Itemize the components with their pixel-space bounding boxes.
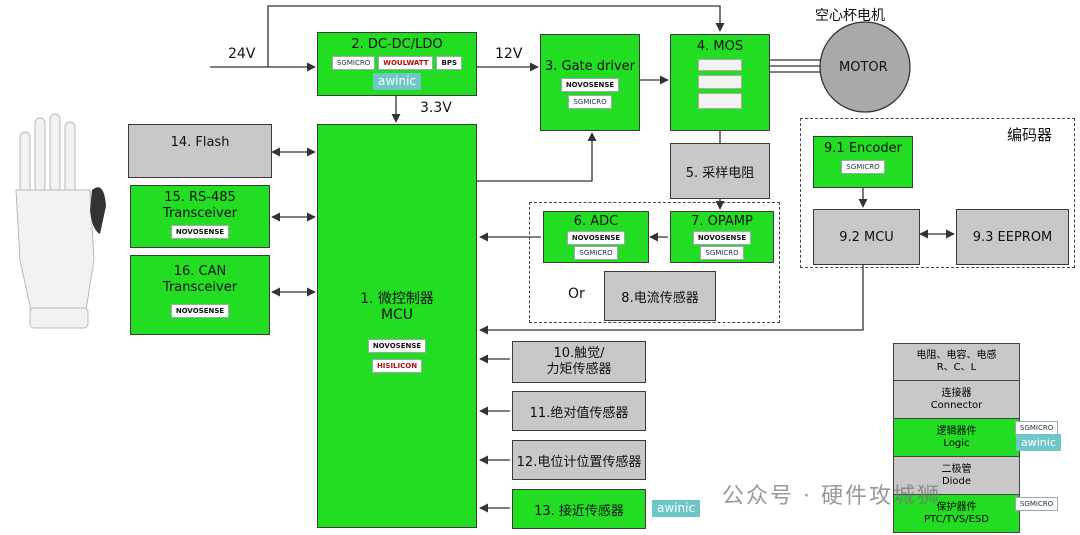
flash-block: 14. Flash — [128, 124, 272, 178]
mos-title: 4. MOS — [696, 39, 744, 54]
legend-diode-en: Diode — [941, 475, 972, 487]
or-label: Or — [568, 286, 585, 302]
current-sensor-block: 8.电流传感器 — [604, 271, 716, 321]
encoder-block: 9.1 Encoder SGMICRO — [813, 136, 913, 188]
sgmicro-logo: SGMICRO — [568, 95, 612, 109]
can-block: 16. CAN Transceiver NOVOSENSE — [130, 255, 270, 335]
legend-logic-cn: 逻辑器件 — [936, 425, 977, 437]
encoder-group-label: 编码器 — [1007, 126, 1053, 144]
gate-title: 3. Gate driver — [544, 59, 636, 74]
prox-title: 13. 接近传感器 — [534, 503, 624, 519]
abs-title: 11.绝对值传感器 — [529, 405, 629, 421]
sgmicro-logo: SGMICRO — [1015, 497, 1059, 511]
label-24v: 24V — [228, 46, 256, 62]
woulwatt-logo: WOULWATT — [378, 56, 434, 70]
motor-title: 空心杯电机 — [815, 8, 885, 24]
legend-rcl-cn: 电阻、电容、电感 — [916, 350, 997, 361]
eeprom-block: 9.3 EEPROM — [956, 209, 1069, 265]
current-sensor-title: 8.电流传感器 — [621, 290, 699, 306]
touch-title: 10.触觉/ — [553, 346, 605, 361]
opamp-title: 7. OPAMP — [691, 214, 753, 229]
adc-title: 6. ADC — [573, 214, 619, 229]
encoder-mcu-title: 9.2 MCU — [839, 229, 894, 245]
legend-logic-en: Logic — [943, 437, 970, 449]
can-subtitle: Transceiver — [162, 280, 238, 295]
legend-connector: 连接器 Connector — [893, 381, 1020, 419]
adc-block: 6. ADC NOVOSENSE SGMICRO — [543, 211, 649, 263]
awinic-logo: awinic — [1016, 434, 1061, 451]
novosense-logo: NOVOSENSE — [367, 339, 427, 353]
opamp-block: 7. OPAMP NOVOSENSE SGMICRO — [670, 211, 774, 263]
hisilicon-logo: HISILICON — [371, 359, 423, 373]
mos-logo-1 — [698, 59, 742, 71]
encoder-mcu-block: 9.2 MCU — [813, 209, 920, 265]
awinic-logo: awinic — [652, 500, 701, 517]
legend-diode-cn: 二极管 — [941, 463, 972, 475]
sgmicro-logo: SGMICRO — [331, 56, 376, 70]
robot-hand-image — [15, 113, 106, 329]
legend-diode: 二极管 Diode — [893, 457, 1020, 495]
encoder-title: 9.1 Encoder — [824, 141, 902, 156]
proximity-sensor-block: 13. 接近传感器 — [512, 489, 646, 529]
sgmicro-logo: SGMICRO — [574, 246, 618, 260]
sgmicro-logo: SGMICRO — [1015, 421, 1059, 435]
mos-block: 4. MOS — [670, 34, 770, 131]
shunt-resistor-block: 5. 采样电阻 — [670, 143, 770, 199]
sgmicro-logo: SGMICRO — [841, 160, 885, 174]
dcdc-ldo-block: 2. DC-DC/LDO SGMICRO WOULWATT BPS awinic — [317, 32, 477, 96]
pot-title: 12.电位计位置传感器 — [516, 454, 642, 470]
sgmicro-logo: SGMICRO — [700, 246, 744, 260]
watermark-text: 公众号 · 硬件攻城狮 — [722, 484, 941, 509]
bps-logo: BPS — [436, 56, 462, 70]
flash-title: 14. Flash — [170, 135, 230, 150]
legend-connector-en: Connector — [930, 399, 983, 411]
legend-protection-cn: 保护器件 — [936, 501, 977, 513]
legend-rcl: 电阻、电容、电感 R、C、L — [893, 343, 1020, 381]
legend-rcl-en: R、C、L — [936, 362, 977, 373]
label-3v3: 3.3V — [420, 100, 452, 116]
novosense-logo: NOVOSENSE — [692, 231, 752, 245]
motor-circle — [819, 21, 911, 113]
mos-logo-3 — [698, 93, 742, 109]
awinic-logo: awinic — [372, 73, 422, 90]
touch-subtitle: 力矩传感器 — [546, 362, 612, 377]
rs485-subtitle: Transceiver — [162, 206, 238, 221]
rs485-title: 15. RS-485 — [164, 190, 236, 205]
dcdc-title: 2. DC-DC/LDO — [351, 37, 443, 52]
component-legend: 电阻、电容、电感 R、C、L 连接器 Connector 逻辑器件 Logic … — [893, 343, 1020, 533]
label-12v: 12V — [495, 46, 523, 62]
main-mcu-block: 1. 微控制器 MCU NOVOSENSE HISILICON — [317, 124, 477, 528]
encoder-group — [800, 118, 1075, 268]
eeprom-title: 9.3 EEPROM — [972, 229, 1053, 245]
novosense-logo: NOVOSENSE — [170, 225, 230, 239]
motor-label: MOTOR — [839, 60, 888, 75]
absolute-sensor-block: 11.绝对值传感器 — [512, 391, 646, 431]
novosense-logo: NOVOSENSE — [170, 304, 230, 318]
shunt-title: 5. 采样电阻 — [685, 165, 755, 181]
current-sense-group — [529, 202, 780, 323]
gate-driver-block: 3. Gate driver NOVOSENSE SGMICRO — [540, 34, 640, 131]
rs485-block: 15. RS-485 Transceiver NOVOSENSE — [130, 185, 270, 248]
legend-protection: 保护器件 PTC/TVS/ESD — [893, 495, 1020, 533]
novosense-logo: NOVOSENSE — [560, 78, 620, 92]
legend-protection-en: PTC/TVS/ESD — [924, 513, 989, 525]
potentiometer-sensor-block: 12.电位计位置传感器 — [512, 440, 646, 480]
novosense-logo: NOVOSENSE — [566, 231, 626, 245]
touch-torque-sensor-block: 10.触觉/ 力矩传感器 — [512, 341, 646, 383]
mcu-title-en: MCU — [380, 307, 414, 323]
legend-connector-cn: 连接器 — [941, 387, 972, 399]
can-title: 16. CAN — [173, 264, 227, 279]
legend-logic: 逻辑器件 Logic — [893, 419, 1020, 457]
mos-logo-2 — [698, 75, 742, 89]
mcu-title-cn: 1. 微控制器 — [360, 291, 434, 307]
